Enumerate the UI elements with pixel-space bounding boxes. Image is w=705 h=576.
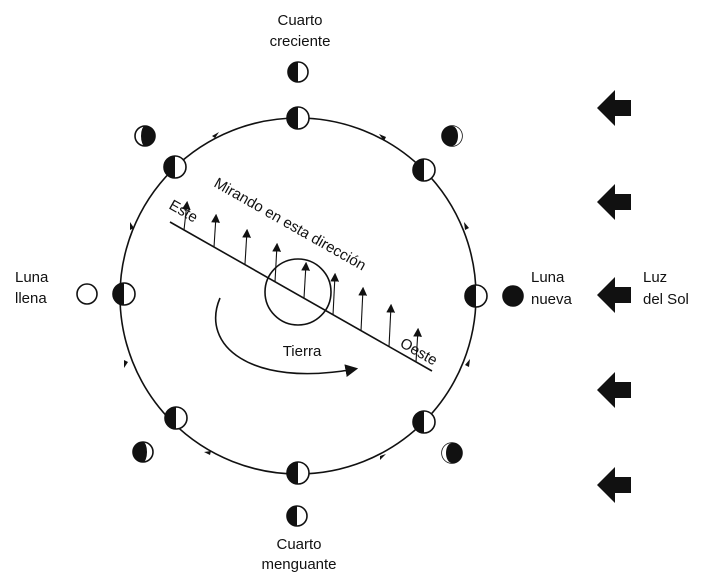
waxing-crescent-phase-icon bbox=[442, 126, 462, 146]
moon-on-orbit-top bbox=[287, 107, 309, 129]
moon-on-orbit-top-left bbox=[164, 156, 186, 178]
moon-on-orbit-right bbox=[465, 285, 487, 307]
sunlight-arrows bbox=[597, 90, 631, 503]
moon-on-orbit-bottom-right bbox=[413, 411, 435, 433]
waxing-gibbous-phase-icon bbox=[135, 126, 155, 146]
full-moon-phase-icon bbox=[77, 284, 97, 304]
waning-gibbous-phase-icon bbox=[133, 442, 153, 462]
moon-on-orbit-bottom bbox=[287, 462, 309, 484]
earth-circle bbox=[265, 259, 331, 325]
waning-crescent-phase-icon bbox=[442, 443, 462, 463]
first-quarter-phase-icon bbox=[288, 62, 308, 82]
sun-arrow-icon bbox=[597, 90, 631, 126]
full-moon-label-line2: llena bbox=[15, 290, 47, 307]
first-quarter-label-line2: creciente bbox=[270, 33, 331, 50]
first-quarter-label-line1: Cuarto bbox=[277, 12, 322, 29]
last-quarter-label-line1: Cuarto bbox=[276, 536, 321, 553]
moon-on-orbit-left bbox=[113, 283, 135, 305]
rotation-arrow-icon bbox=[216, 298, 355, 374]
new-moon-phase-icon bbox=[503, 286, 523, 306]
observed-phases bbox=[77, 62, 523, 526]
last-quarter-label-line2: menguante bbox=[261, 556, 336, 573]
sun-arrow-icon bbox=[597, 372, 631, 408]
earth-label: Tierra bbox=[283, 343, 322, 360]
sunlight-label-line2: del Sol bbox=[643, 291, 689, 308]
sun-arrow-icon bbox=[597, 277, 631, 313]
new-moon-label-line1: Luna bbox=[531, 269, 565, 286]
moon-on-orbit-top-right bbox=[413, 159, 435, 181]
last-quarter-phase-icon bbox=[287, 506, 307, 526]
new-moon-label-line2: nueva bbox=[531, 291, 573, 308]
sun-arrow-icon bbox=[597, 184, 631, 220]
moon-on-orbit-bottom-left bbox=[165, 407, 187, 429]
sun-arrow-icon bbox=[597, 467, 631, 503]
sunlight-label-line1: Luz bbox=[643, 269, 667, 286]
full-moon-label-line1: Luna bbox=[15, 269, 49, 286]
